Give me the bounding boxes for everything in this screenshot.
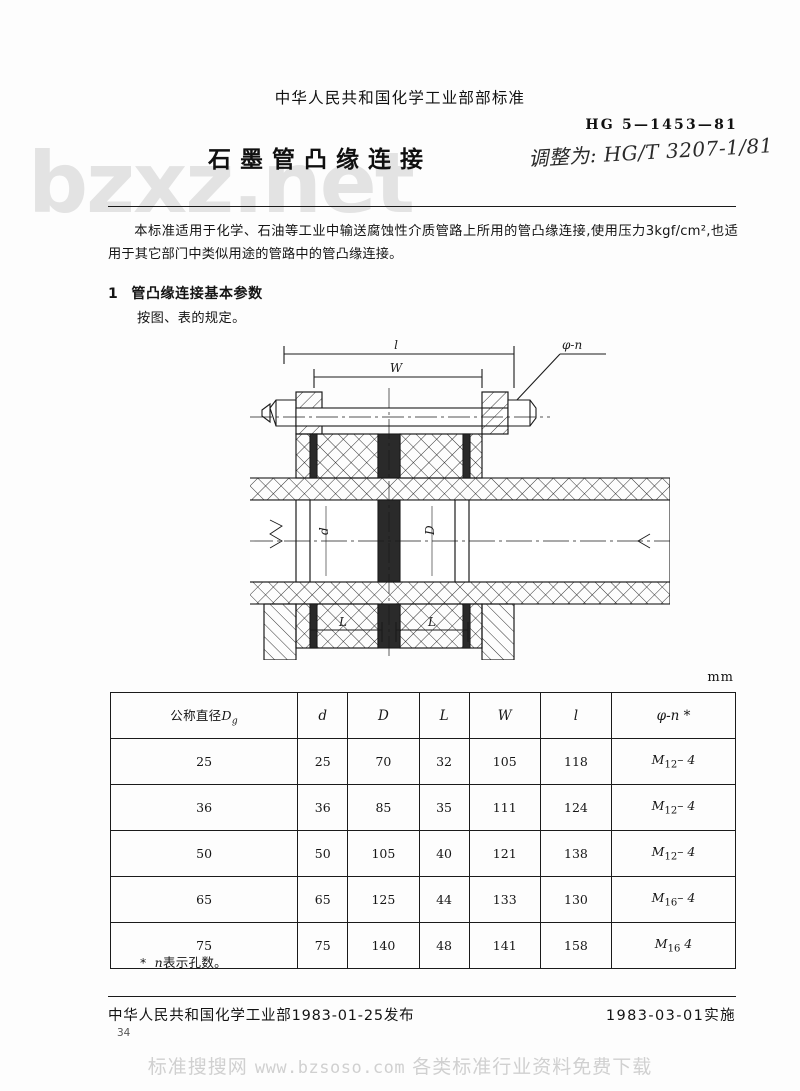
table-header-row: 公称直径Dg d D L W l φ-n * — [109, 692, 736, 739]
dimensions-table: 公称直径Dg d D L W l φ-n * 25 25 70 32 105 — [109, 692, 736, 969]
table-head: 公称直径Dg d D L W l φ-n * — [109, 692, 736, 739]
flange-cross-section-drawing: l W φ-n — [250, 330, 670, 660]
nominal-diameter-subscript: g — [231, 716, 238, 727]
page-title: 石墨管凸缘连接 — [208, 147, 432, 173]
table-unit-label: mm — [707, 670, 734, 685]
cell-nominal-diameter: 25 — [109, 738, 299, 785]
column-header-d: d — [297, 692, 349, 739]
page-number: 34 — [117, 1027, 131, 1039]
table-row: 25 25 70 32 105 118 M12– 4 — [109, 738, 736, 785]
table-body: 25 25 70 32 105 118 M12– 4 36 36 85 35 1… — [109, 738, 736, 969]
footnote-star: * — [140, 955, 147, 970]
table-footnote: * n表示孔数。 — [140, 952, 227, 971]
cell-D: 105 — [347, 830, 420, 877]
watermark-footer: 标准搜搜网 www.bzsoso.com 各类标准行业资料免费下载 — [0, 1052, 800, 1079]
cell-W: 121 — [468, 830, 541, 877]
cell-bolt: M12– 4 — [611, 738, 736, 785]
nominal-diameter-symbol: D — [221, 707, 232, 723]
dimension-label-d-big: D — [423, 525, 437, 536]
cell-d: 50 — [297, 830, 349, 877]
flange-drawing-svg: l W φ-n — [250, 338, 670, 660]
cell-l: 158 — [539, 922, 613, 969]
column-header-D: D — [347, 692, 420, 739]
table-row: 75 75 140 48 141 158 M16 4 — [109, 922, 736, 969]
watermark-site-cn: 标准搜搜网 — [147, 1056, 248, 1078]
footnote-symbol: n — [154, 955, 163, 970]
footnote-text: 表示孔数。 — [162, 955, 227, 970]
column-header-nominal-diameter: 公称直径Dg — [109, 692, 299, 739]
implement-info: 1983-03-01实施 — [605, 1008, 736, 1024]
watermark-tagline: 各类标准行业资料免费下载 — [412, 1056, 653, 1078]
cell-L: 48 — [418, 922, 470, 969]
cell-d: 65 — [297, 876, 349, 923]
ministry-title: 中华人民共和国化学工业部部标准 — [274, 89, 526, 107]
cell-l: 130 — [539, 876, 613, 923]
cell-nominal-diameter: 75 — [109, 922, 299, 969]
column-header-W: W — [468, 692, 541, 739]
section-1-heading: 1 管凸缘连接基本参数 — [108, 283, 263, 303]
cell-bolt: M16 4 — [611, 922, 736, 969]
cell-bolt: M12– 4 — [611, 784, 736, 831]
dimension-label-w: W — [390, 361, 404, 375]
dimension-label-l-right: L — [427, 615, 436, 629]
cell-D: 140 — [347, 922, 420, 969]
scope-paragraph: 本标准适用于化学、石油等工业中输送腐蚀性介质管路上所用的管凸缘连接,使用压力3k… — [108, 220, 738, 266]
cell-nominal-diameter: 50 — [109, 830, 299, 877]
cell-W: 105 — [468, 738, 541, 785]
cell-d: 36 — [297, 784, 349, 831]
cell-bolt: M16– 4 — [611, 876, 736, 923]
cell-nominal-diameter: 36 — [109, 784, 299, 831]
cell-W: 141 — [468, 922, 541, 969]
cell-L: 44 — [418, 876, 470, 923]
cell-W: 111 — [468, 784, 541, 831]
nominal-diameter-text: 公称直径 — [170, 707, 222, 723]
table-row: 36 36 85 35 111 124 M12– 4 — [109, 784, 736, 831]
dimension-label-l-left: L — [338, 615, 347, 629]
cell-d: 25 — [297, 738, 349, 785]
cell-D: 70 — [347, 738, 420, 785]
column-header-L: L — [418, 692, 470, 739]
handwritten-annotation: 调整为: HG/T 3207-1/81 — [527, 133, 774, 171]
watermark-url: www.bzsoso.com — [254, 1058, 406, 1078]
section-1-number: 1 — [108, 286, 119, 302]
table-row: 50 50 105 40 121 138 M12– 4 — [109, 830, 736, 877]
cell-nominal-diameter: 65 — [109, 876, 299, 923]
section-1-body: 按图、表的规定。 — [137, 311, 246, 326]
cell-L: 32 — [418, 738, 470, 785]
cell-L: 40 — [418, 830, 470, 877]
section-1-title: 管凸缘连接基本参数 — [131, 286, 263, 302]
cell-d: 75 — [297, 922, 349, 969]
dimension-label-d-small: d — [317, 527, 331, 535]
footer-divider — [108, 996, 736, 997]
scope-text: 本标准适用于化学、石油等工业中输送腐蚀性介质管路上所用的管凸缘连接,使用压力3k… — [108, 224, 738, 263]
dimension-label-phi-n: φ-n — [562, 338, 582, 352]
cell-D: 85 — [347, 784, 420, 831]
header-divider — [108, 206, 736, 207]
column-header-bolt: φ-n * — [611, 692, 736, 739]
cell-L: 35 — [418, 784, 470, 831]
standard-number: HG 5—1453—81 — [585, 117, 738, 133]
table-row: 65 65 125 44 133 130 M16– 4 — [109, 876, 736, 923]
cell-l: 118 — [539, 738, 613, 785]
cell-l: 138 — [539, 830, 613, 877]
cell-W: 133 — [468, 876, 541, 923]
publish-info: 中华人民共和国化学工业部1983-01-25发布 — [108, 1008, 415, 1024]
cell-bolt: M12– 4 — [611, 830, 736, 877]
cell-l: 124 — [539, 784, 613, 831]
column-header-l: l — [539, 692, 613, 739]
dimension-label-l: l — [394, 338, 398, 352]
cell-D: 125 — [347, 876, 420, 923]
watermark-bzxz: bzxz.net — [28, 134, 415, 232]
